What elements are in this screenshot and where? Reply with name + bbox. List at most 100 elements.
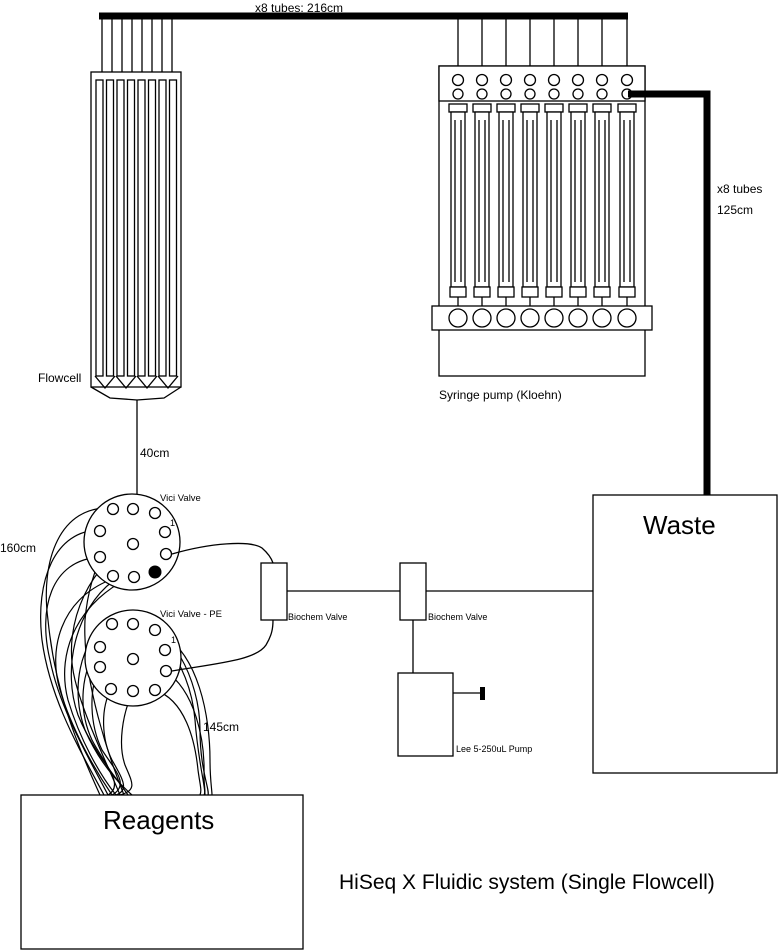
vici-valve-port-1-label: 1 — [170, 518, 175, 528]
vici-valve-active-port — [148, 565, 162, 579]
waste-container — [592, 494, 778, 774]
syringe-barrel — [546, 111, 562, 288]
reagents-container — [20, 794, 304, 950]
biochem-valve-2-label: Biochem Valve — [428, 612, 487, 622]
syringe-drive-wheel — [448, 308, 468, 328]
flowcell — [90, 71, 182, 497]
right-tubes-length: 125cm — [717, 203, 753, 217]
syringe-drive-wheel — [472, 308, 492, 328]
syringe-barrel — [498, 111, 514, 288]
valve-connections — [171, 542, 593, 673]
syringe-outlet-port — [500, 88, 512, 100]
syringe-inlet-port — [475, 73, 489, 87]
syringe-outlet-port — [476, 88, 488, 100]
flowcell-lane — [105, 79, 115, 377]
syringe-plunger-head — [545, 286, 563, 298]
flowcell-outlet — [115, 375, 137, 390]
syringe-outlet-port — [572, 88, 584, 100]
tube-length-145cm: 145cm — [203, 720, 239, 734]
syringe-cap — [448, 103, 468, 113]
vici-valve-pe-ports — [93, 617, 173, 698]
flowcell-outlet — [94, 375, 116, 390]
syringe-inlet-port — [620, 73, 634, 87]
syringe-outlet-port — [452, 88, 464, 100]
syringe-pump-label: Syringe pump (Kloehn) — [439, 388, 562, 402]
syringe-cap — [592, 103, 612, 113]
syringe-cap — [617, 103, 637, 113]
tube-length-160cm: 160cm — [0, 541, 36, 555]
syringe-barrel — [522, 111, 538, 288]
flowcell-lane — [147, 79, 157, 377]
syringe-inlet-tubes — [457, 17, 628, 74]
syringe-plungers — [448, 308, 637, 328]
syringe-inlet-port — [571, 73, 585, 87]
syringe-inlet-port — [451, 73, 465, 87]
flowcell-inlet-tubes — [101, 17, 173, 72]
syringe-inlet-port — [547, 73, 561, 87]
flowcell-lane — [137, 79, 146, 377]
waste-tube-bundle — [628, 90, 711, 495]
vici-valve-pe-label: Vici Valve - PE — [160, 609, 222, 620]
reagent-tubing — [40, 507, 213, 796]
syringe-drive-wheel — [544, 308, 564, 328]
right-tubes-count: x8 tubes — [717, 182, 762, 196]
biochem-valve-2 — [399, 562, 427, 621]
syringe-barrel — [450, 111, 466, 288]
flowcell-lane — [116, 79, 125, 377]
flowcell-lane — [126, 79, 136, 377]
syringe-barrel — [474, 111, 490, 288]
syringe-cap — [520, 103, 540, 113]
vici-valve-label: Vici Valve — [160, 493, 201, 504]
syringe-drive-wheel — [496, 308, 516, 328]
syringe-inlet-port — [595, 73, 609, 87]
syringe-outlet-port — [524, 88, 536, 100]
top-tube-bundle — [99, 12, 628, 74]
syringe-plunger-head — [473, 286, 491, 298]
syringe-drive-wheel — [617, 308, 637, 328]
syringe-barrel — [619, 111, 635, 288]
biochem-valve-1 — [260, 562, 288, 621]
vici-valve-pe: 1 — [84, 609, 182, 707]
syringe-barrel — [594, 111, 610, 288]
vici-valve: 1 — [83, 493, 181, 591]
syringe-inlet-port — [523, 73, 537, 87]
syringe-pump — [431, 65, 653, 377]
syringe-plunger-head — [449, 286, 467, 298]
vici-valve-pe-port-1-label: 1 — [171, 635, 176, 645]
flowcell-outlet — [136, 375, 158, 390]
flowcell-label: Flowcell — [38, 371, 81, 385]
top-tubes-label: x8 tubes: 216cm — [255, 1, 343, 15]
lee-pump-actuator — [480, 687, 485, 700]
flowcell-lane — [95, 79, 104, 377]
syringe-barrel — [570, 111, 586, 288]
flowcell-outlet — [157, 375, 179, 390]
reagents-label: Reagents — [103, 805, 214, 835]
flowcell-lane — [168, 79, 178, 377]
syringe-inlet-port — [499, 73, 513, 87]
syringe-drive-wheel — [520, 308, 540, 328]
syringe-outlet-port — [548, 88, 560, 100]
syringe-cap — [544, 103, 564, 113]
syringe-drive-wheel — [592, 308, 612, 328]
lee-pump — [397, 672, 485, 757]
tube-length-40cm: 40cm — [140, 446, 169, 460]
syringe-plunger-head — [593, 286, 611, 298]
flowcell-lanes — [94, 79, 179, 390]
biochem-valve-1-label: Biochem Valve — [288, 612, 347, 622]
diagram-title: HiSeq X Fluidic system (Single Flowcell) — [339, 871, 715, 894]
syringe-cap — [496, 103, 516, 113]
syringe-outlet-port — [596, 88, 608, 100]
syringe-barrels — [448, 103, 637, 306]
syringe-plunger-head — [521, 286, 539, 298]
vici-valve-ports — [93, 502, 173, 584]
syringe-plunger-head — [618, 286, 636, 298]
syringe-drive-wheel — [568, 308, 588, 328]
syringe-cap — [568, 103, 588, 113]
syringe-cap — [472, 103, 492, 113]
syringe-plunger-head — [497, 286, 515, 298]
flowcell-lane — [158, 79, 167, 377]
waste-label: Waste — [643, 510, 716, 540]
lee-pump-label: Lee 5-250uL Pump — [456, 744, 532, 754]
syringe-plunger-head — [569, 286, 587, 298]
